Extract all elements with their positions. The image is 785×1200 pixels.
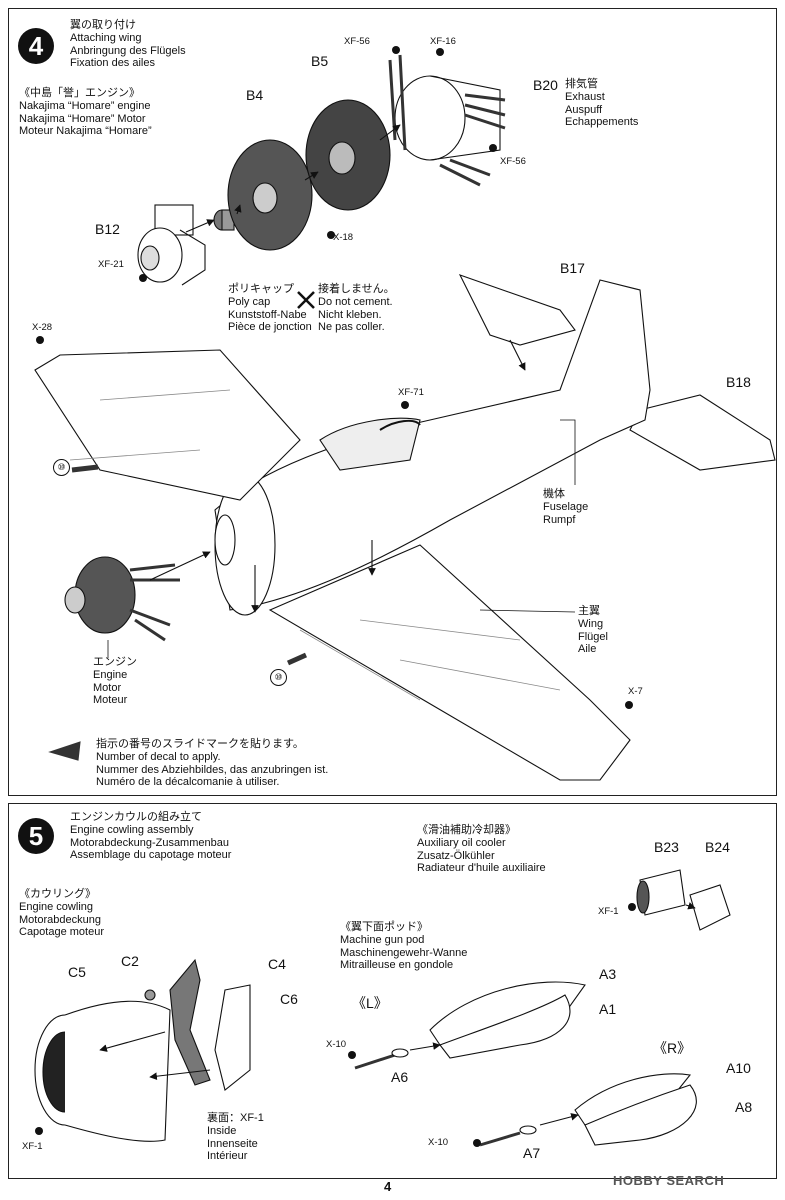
part-label-b12: B12 [95,221,120,237]
part-label-c5: C5 [68,964,86,980]
c4-cowl-flap [169,958,211,1086]
wing-left [34,349,301,501]
paint-x18: X-18 [333,232,354,243]
paint-x28: X-28 [32,322,53,333]
paint-xf21: XF-21 [98,259,124,270]
engine-assembly-small [64,556,180,642]
paint-xf1-oil-cooler: XF-1 [598,906,619,917]
part-label-a8: A8 [735,1099,753,1115]
c6-cowl-flap [214,984,251,1091]
part-label-b23: B23 [654,839,679,855]
part-label-c4: C4 [268,956,286,972]
b20-exhaust-assembly [388,54,506,187]
part-label-b17: B17 [560,260,585,276]
b12-reduction-gear [137,204,206,286]
part-label-a1: A1 [599,1001,617,1017]
wing-right [268,544,631,781]
paint-xf56-a: XF-56 [344,36,370,47]
part-label-b20: B20 [533,77,558,93]
left-pod-label: 《L》 [352,995,388,1011]
fuselage [214,279,651,616]
watermark-hobby-search: HOBBY SEARCH [613,1173,725,1188]
paint-xf71: XF-71 [398,387,424,398]
part-label-a3: A3 [599,966,617,982]
gun-pod-left [354,981,586,1070]
b17-tailplane [458,274,576,346]
part-label-b4: B4 [246,87,264,103]
step-5-panel [8,803,777,1179]
paint-xf56-b: XF-56 [500,156,526,167]
part-label-b5: B5 [311,53,329,69]
part-label-a7: A7 [523,1145,541,1161]
decal-marker-top: ⑩ [53,459,70,476]
paint-x10-left: X-10 [326,1039,347,1050]
part-label-a6: A6 [391,1069,409,1085]
paint-xf16: XF-16 [430,36,456,47]
paint-x10-right: X-10 [428,1137,449,1148]
part-label-c6: C6 [280,991,298,1007]
part-label-c2: C2 [121,953,139,969]
part-label-b24: B24 [705,839,730,855]
b4-engine-front-row [227,139,313,251]
decal-marker-bottom: ⑩ [270,669,287,686]
decal-note: 指示の番号のスライドマークを貼ります。Number of decal to ap… [96,738,329,789]
right-pod-label: 《R》 [653,1040,692,1056]
gun-pod-right [479,1073,697,1147]
part-label-a10: A10 [726,1060,751,1076]
step-4-number: 4 [18,28,54,64]
paint-xf1-cowling: XF-1 [22,1141,43,1152]
b5-engine-rear-row [305,99,391,211]
b18-tailplane [629,394,776,471]
c5-cowling [34,1000,171,1142]
step-5-number: 5 [18,818,54,854]
part-label-b18: B18 [726,374,751,390]
no-cement-label: 接着しません。Do not cement.Nicht kleben.Ne pas… [318,283,395,334]
step-4-panel [8,8,777,796]
page-number: 4 [384,1179,392,1194]
paint-x7: X-7 [628,686,643,697]
oil-cooler [636,869,731,931]
c2-part [144,989,156,1001]
